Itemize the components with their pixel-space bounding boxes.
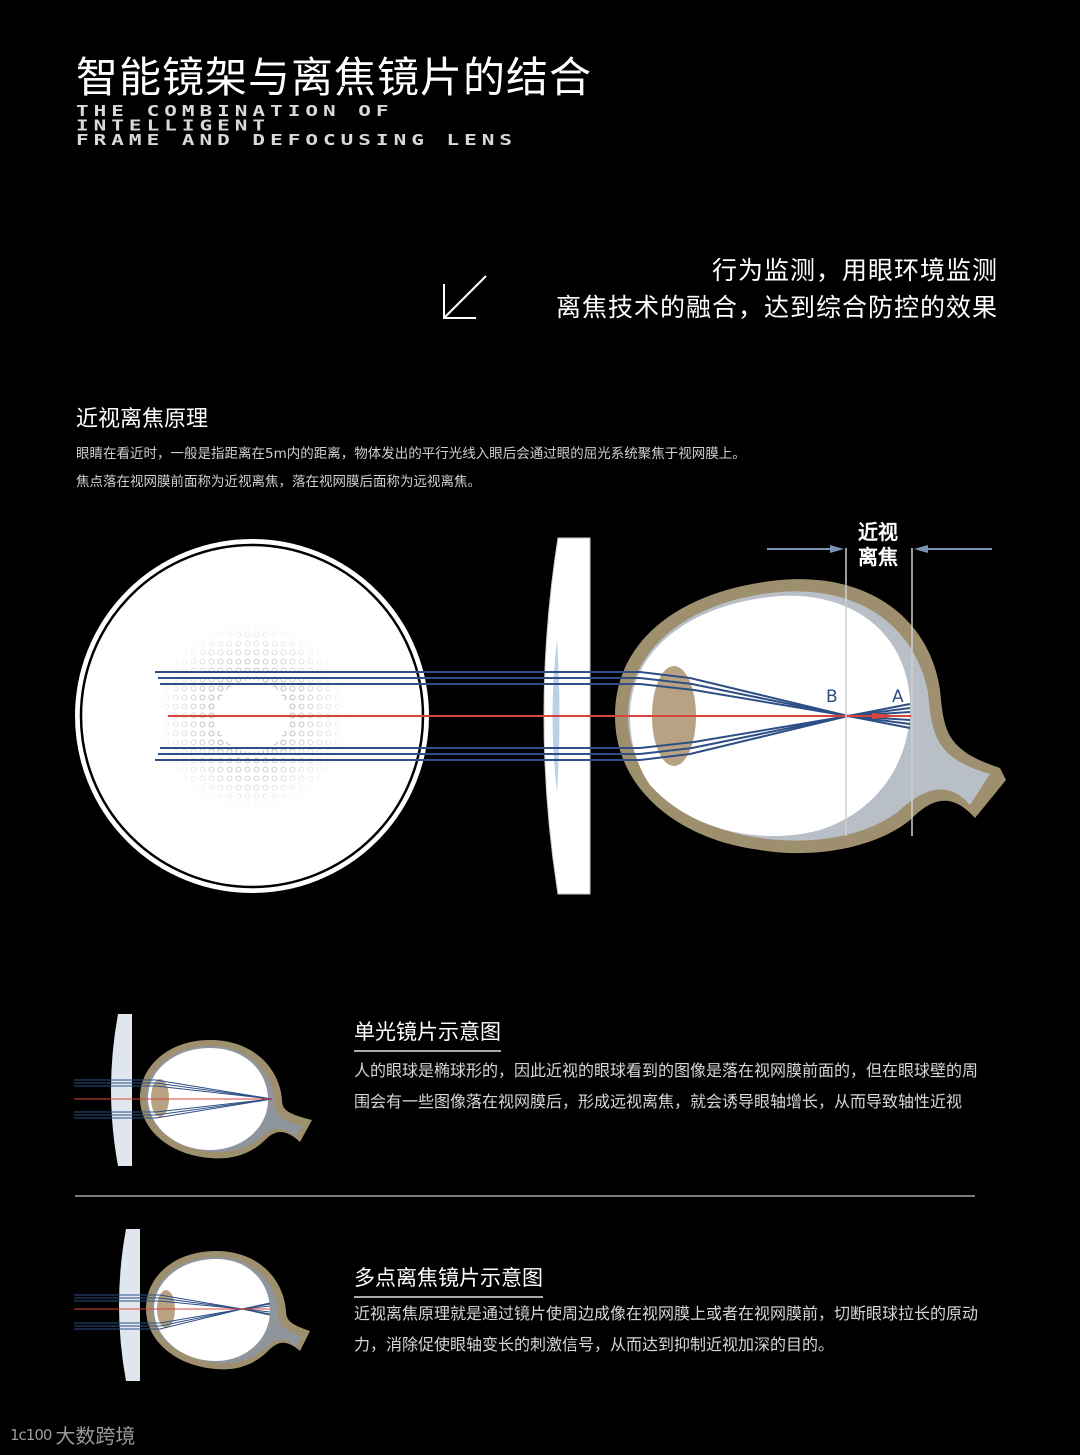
multi-point-title: 多点离焦镜片示意图	[354, 1266, 543, 1298]
principle-description: 眼睛在看近时，一般是指距离在5m内的距离，物体发出的平行光线入眼后会通过眼的屈光…	[76, 440, 746, 496]
defocus-label-line-1: 近视	[858, 520, 898, 544]
page-title: 智能镜架与离焦镜片的结合	[76, 53, 593, 102]
page-subtitle-en: THE COMBINATION OF INTELLIGENT FRAME AND…	[76, 102, 518, 149]
section-heading-principle: 近视离焦原理	[76, 407, 209, 432]
watermark-logo: 1c100 大数跨境	[10, 1420, 135, 1449]
slogan-line-1: 行为监测，用眼环境监测	[711, 256, 998, 285]
watermark-text: 大数跨境	[55, 1424, 136, 1448]
point-a-label: A	[892, 687, 904, 707]
principle-para-2: 焦点落在视网膜前面称为近视离焦，落在视网膜后面称为远视离焦。	[76, 474, 481, 490]
slogan-line-2: 离焦技术的融合，达到综合防控的效果	[555, 293, 998, 322]
principle-para-1: 眼睛在看近时，一般是指距离在5m内的距离，物体发出的平行光线入眼后会通过眼的屈光…	[76, 446, 746, 462]
myopic-defocus-diagram: B A	[75, 537, 1006, 895]
subtitle-line-3: FRAME AND DEFOCUSING LENS	[76, 131, 518, 149]
multi-point-description: 近视离焦原理就是通过镜片使周边成像在视网膜上或者在视网膜前，切断眼球拉长的原动力…	[354, 1304, 979, 1354]
light-rays	[155, 671, 911, 761]
multi-point-diagram	[74, 1229, 310, 1381]
single-vision-description: 人的眼球是椭球形的，因此近视的眼球看到的图像是落在视网膜前面的，但在眼球壁的周围…	[354, 1061, 979, 1111]
logo-mark-icon: 1c100	[10, 1425, 52, 1444]
point-b-label: B	[826, 687, 838, 707]
section-divider	[75, 1195, 975, 1197]
defocus-label-line-2: 离焦	[858, 545, 898, 569]
single-vision-diagram	[74, 1014, 312, 1166]
subtitle-line-1: THE COMBINATION OF	[76, 102, 394, 120]
subtitle-line-2: INTELLIGENT	[76, 116, 271, 135]
slogan: 行为监测，用眼环境监测 离焦技术的融合，达到综合防控的效果	[556, 252, 998, 326]
myopic-defocus-label: 近视 离焦	[852, 520, 904, 570]
single-vision-section: 单光镜片示意图	[354, 1016, 501, 1052]
multi-point-section: 多点离焦镜片示意图	[354, 1262, 543, 1298]
single-vision-title: 单光镜片示意图	[354, 1020, 501, 1052]
arrow-down-left-icon	[443, 275, 487, 319]
